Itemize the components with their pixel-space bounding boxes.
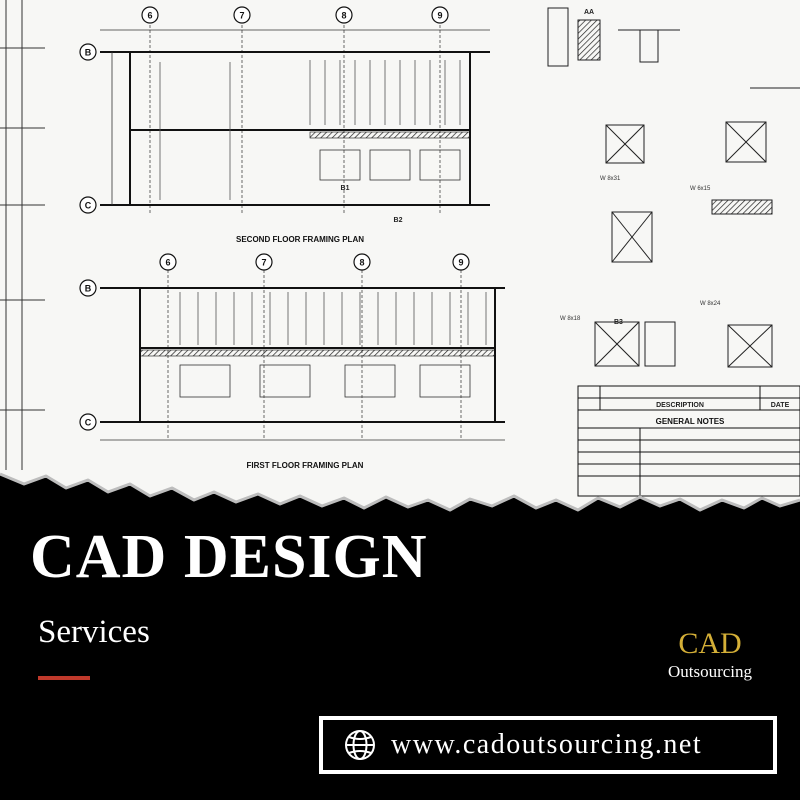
section-tag-aa: AA bbox=[584, 9, 594, 16]
svg-text:W 8x31: W 8x31 bbox=[600, 176, 621, 182]
brand-logo: CAD Outsourcing bbox=[640, 627, 780, 683]
globe-icon bbox=[345, 730, 375, 760]
grid-bubble-6-lower: 6 bbox=[165, 258, 170, 268]
row-bubble-b-lower: B bbox=[85, 284, 92, 294]
notes-header-date: DATE bbox=[771, 402, 790, 409]
grid-bubble-7-lower: 7 bbox=[261, 258, 266, 268]
brand-subtitle: Outsourcing bbox=[667, 662, 753, 681]
detail-tag-b1: B1 bbox=[341, 185, 350, 192]
general-notes-block: DESCRIPTION DATE GENERAL NOTES bbox=[577, 385, 800, 497]
cad-drawing-panel: 6 7 8 9 B C B1 B2 SECOND FLOOR FRAMING P… bbox=[0, 0, 800, 512]
svg-text:W 8x18: W 8x18 bbox=[560, 316, 581, 322]
first-floor-plan: 6 7 8 9 B C FIRST FLOOR FRAMING PLAN bbox=[79, 253, 505, 470]
grid-bubble-9-lower: 9 bbox=[458, 258, 463, 268]
row-bubble-c-lower: C bbox=[85, 418, 92, 428]
svg-text:W 8x24: W 8x24 bbox=[700, 301, 721, 307]
detail-callouts: W 8x31 W 6x15 W 8x24 W 8x18 bbox=[560, 176, 721, 322]
headline: CAD DESIGN bbox=[30, 523, 428, 591]
website-badge[interactable]: www.cadoutsourcing.net bbox=[319, 716, 777, 774]
row-bubble-b-upper: B bbox=[85, 48, 92, 58]
detail-sections bbox=[547, 7, 800, 368]
cad-drawing: 6 7 8 9 B C B1 B2 SECOND FLOOR FRAMING P… bbox=[0, 0, 800, 512]
left-elevation bbox=[0, 0, 45, 470]
website-url[interactable]: www.cadoutsourcing.net bbox=[391, 729, 703, 760]
notes-header-description: DESCRIPTION bbox=[656, 402, 704, 409]
grid-bubble-7-upper: 7 bbox=[239, 11, 244, 21]
accent-rule bbox=[38, 676, 90, 680]
detail-tag-b2: B2 bbox=[394, 217, 403, 224]
torn-paper-edge bbox=[0, 472, 800, 512]
first-floor-plan-title: FIRST FLOOR FRAMING PLAN bbox=[247, 461, 364, 470]
detail-tag-b3: B3 bbox=[614, 319, 623, 326]
row-bubble-c-upper: C bbox=[85, 201, 92, 211]
second-floor-plan: 6 7 8 9 B C B1 B2 SECOND FLOOR FRAMING P… bbox=[79, 6, 490, 244]
svg-text:W 6x15: W 6x15 bbox=[690, 186, 711, 192]
second-floor-plan-title: SECOND FLOOR FRAMING PLAN bbox=[236, 235, 364, 244]
grid-bubble-8-upper: 8 bbox=[341, 11, 346, 21]
grid-bubble-8-lower: 8 bbox=[359, 258, 364, 268]
grid-bubble-9-upper: 9 bbox=[437, 11, 442, 21]
subheadline: Services bbox=[38, 614, 150, 650]
brand-name: CAD bbox=[678, 627, 742, 660]
grid-bubble-6-upper: 6 bbox=[147, 11, 152, 21]
notes-title: GENERAL NOTES bbox=[656, 417, 725, 426]
